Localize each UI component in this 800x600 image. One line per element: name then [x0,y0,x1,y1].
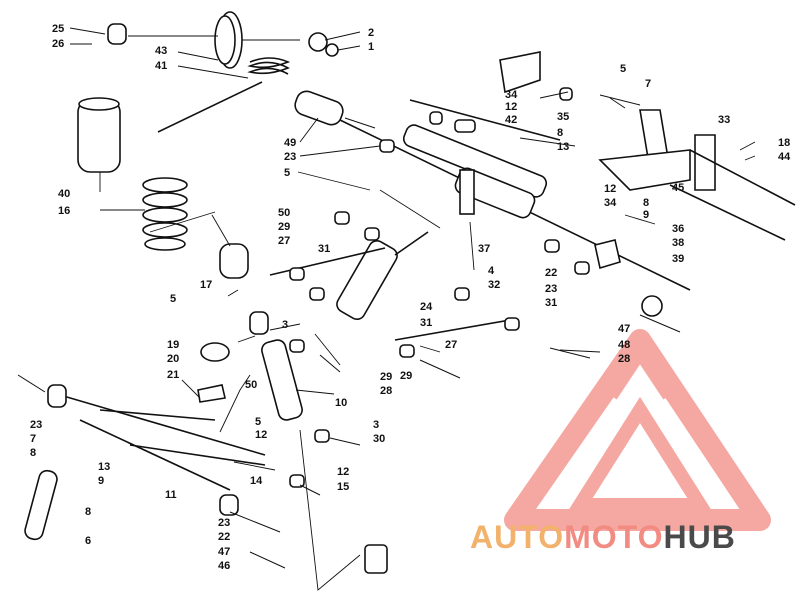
watermark-logo [504,329,771,531]
callout: 5 [620,63,626,75]
callout: 26 [52,38,64,50]
callout: 34 [505,89,518,101]
callout: 18 [778,137,790,149]
callout: 7 [645,78,651,90]
callout: 14 [250,475,263,487]
callout: 23 [545,283,557,295]
callout: 34 [604,197,617,209]
callout: 29 [400,370,412,382]
callout: 50 [245,379,257,391]
callout: 28 [618,353,630,365]
callout: 48 [618,339,630,351]
callout: 13 [98,461,110,473]
callout: 8 [557,127,563,139]
watermark-text: AUTOMOTOHUB [470,519,736,555]
callout: 9 [98,475,104,487]
callout-labels: 25 26 43 41 2 1 40 16 49 23 5 34 12 42 3… [30,23,791,572]
callout: 49 [284,137,296,149]
callout: 11 [165,489,177,501]
parts-drawing [17,11,796,591]
callout: 41 [155,60,167,72]
callout: 8 [85,506,91,518]
callout: 31 [318,243,330,255]
callout: 3 [282,319,288,331]
callout: 30 [373,433,385,445]
callout: 8 [30,447,36,459]
callout: 23 [30,419,42,431]
callout: 46 [218,560,230,572]
callout: 35 [557,111,569,123]
callout: 28 [380,385,392,397]
callout: 1 [368,41,374,53]
callout: 8 [643,197,649,209]
callout: 21 [167,369,179,381]
callout: 12 [337,466,349,478]
callout: 42 [505,114,517,126]
callout: 43 [155,45,167,57]
callout: 12 [604,183,616,195]
callout: 5 [170,293,176,305]
callout: 29 [278,221,290,233]
callout: 40 [58,188,70,200]
callout: 31 [545,297,557,309]
callout: 38 [672,237,684,249]
callout: 12 [505,101,517,113]
callout: 4 [488,265,495,277]
callout: 6 [85,535,91,547]
callout: 36 [672,223,684,235]
callout: 3 [373,419,379,431]
callout: 23 [218,517,230,529]
callout: 10 [335,397,347,409]
callout: 13 [557,141,569,153]
callout: 23 [284,151,296,163]
callout: 9 [643,209,649,221]
callout: 7 [30,433,36,445]
callout: 25 [52,23,64,35]
callout: 15 [337,481,349,493]
callout: 12 [255,429,267,441]
callout: 24 [420,301,433,313]
callout: 5 [284,167,290,179]
callout: 27 [278,235,290,247]
callout: 50 [278,207,290,219]
callout: 19 [167,339,179,351]
callout: 16 [58,205,70,217]
watermark-text-part: AUTOMOTOHUB [470,519,736,555]
callout: 20 [167,353,179,365]
callout: 45 [672,182,684,194]
callout: 29 [380,371,392,383]
callout: 32 [488,279,500,291]
callout: 33 [718,114,730,126]
callout: 47 [618,323,630,335]
callout: 39 [672,253,684,265]
callout: 47 [218,546,230,558]
callout: 27 [445,339,457,351]
callout: 17 [200,279,212,291]
callout: 2 [368,27,374,39]
callout: 22 [218,531,230,543]
callout: 37 [478,243,490,255]
callout: 5 [255,416,261,428]
callout: 22 [545,267,557,279]
callout: 44 [778,151,791,163]
callout: 31 [420,317,432,329]
